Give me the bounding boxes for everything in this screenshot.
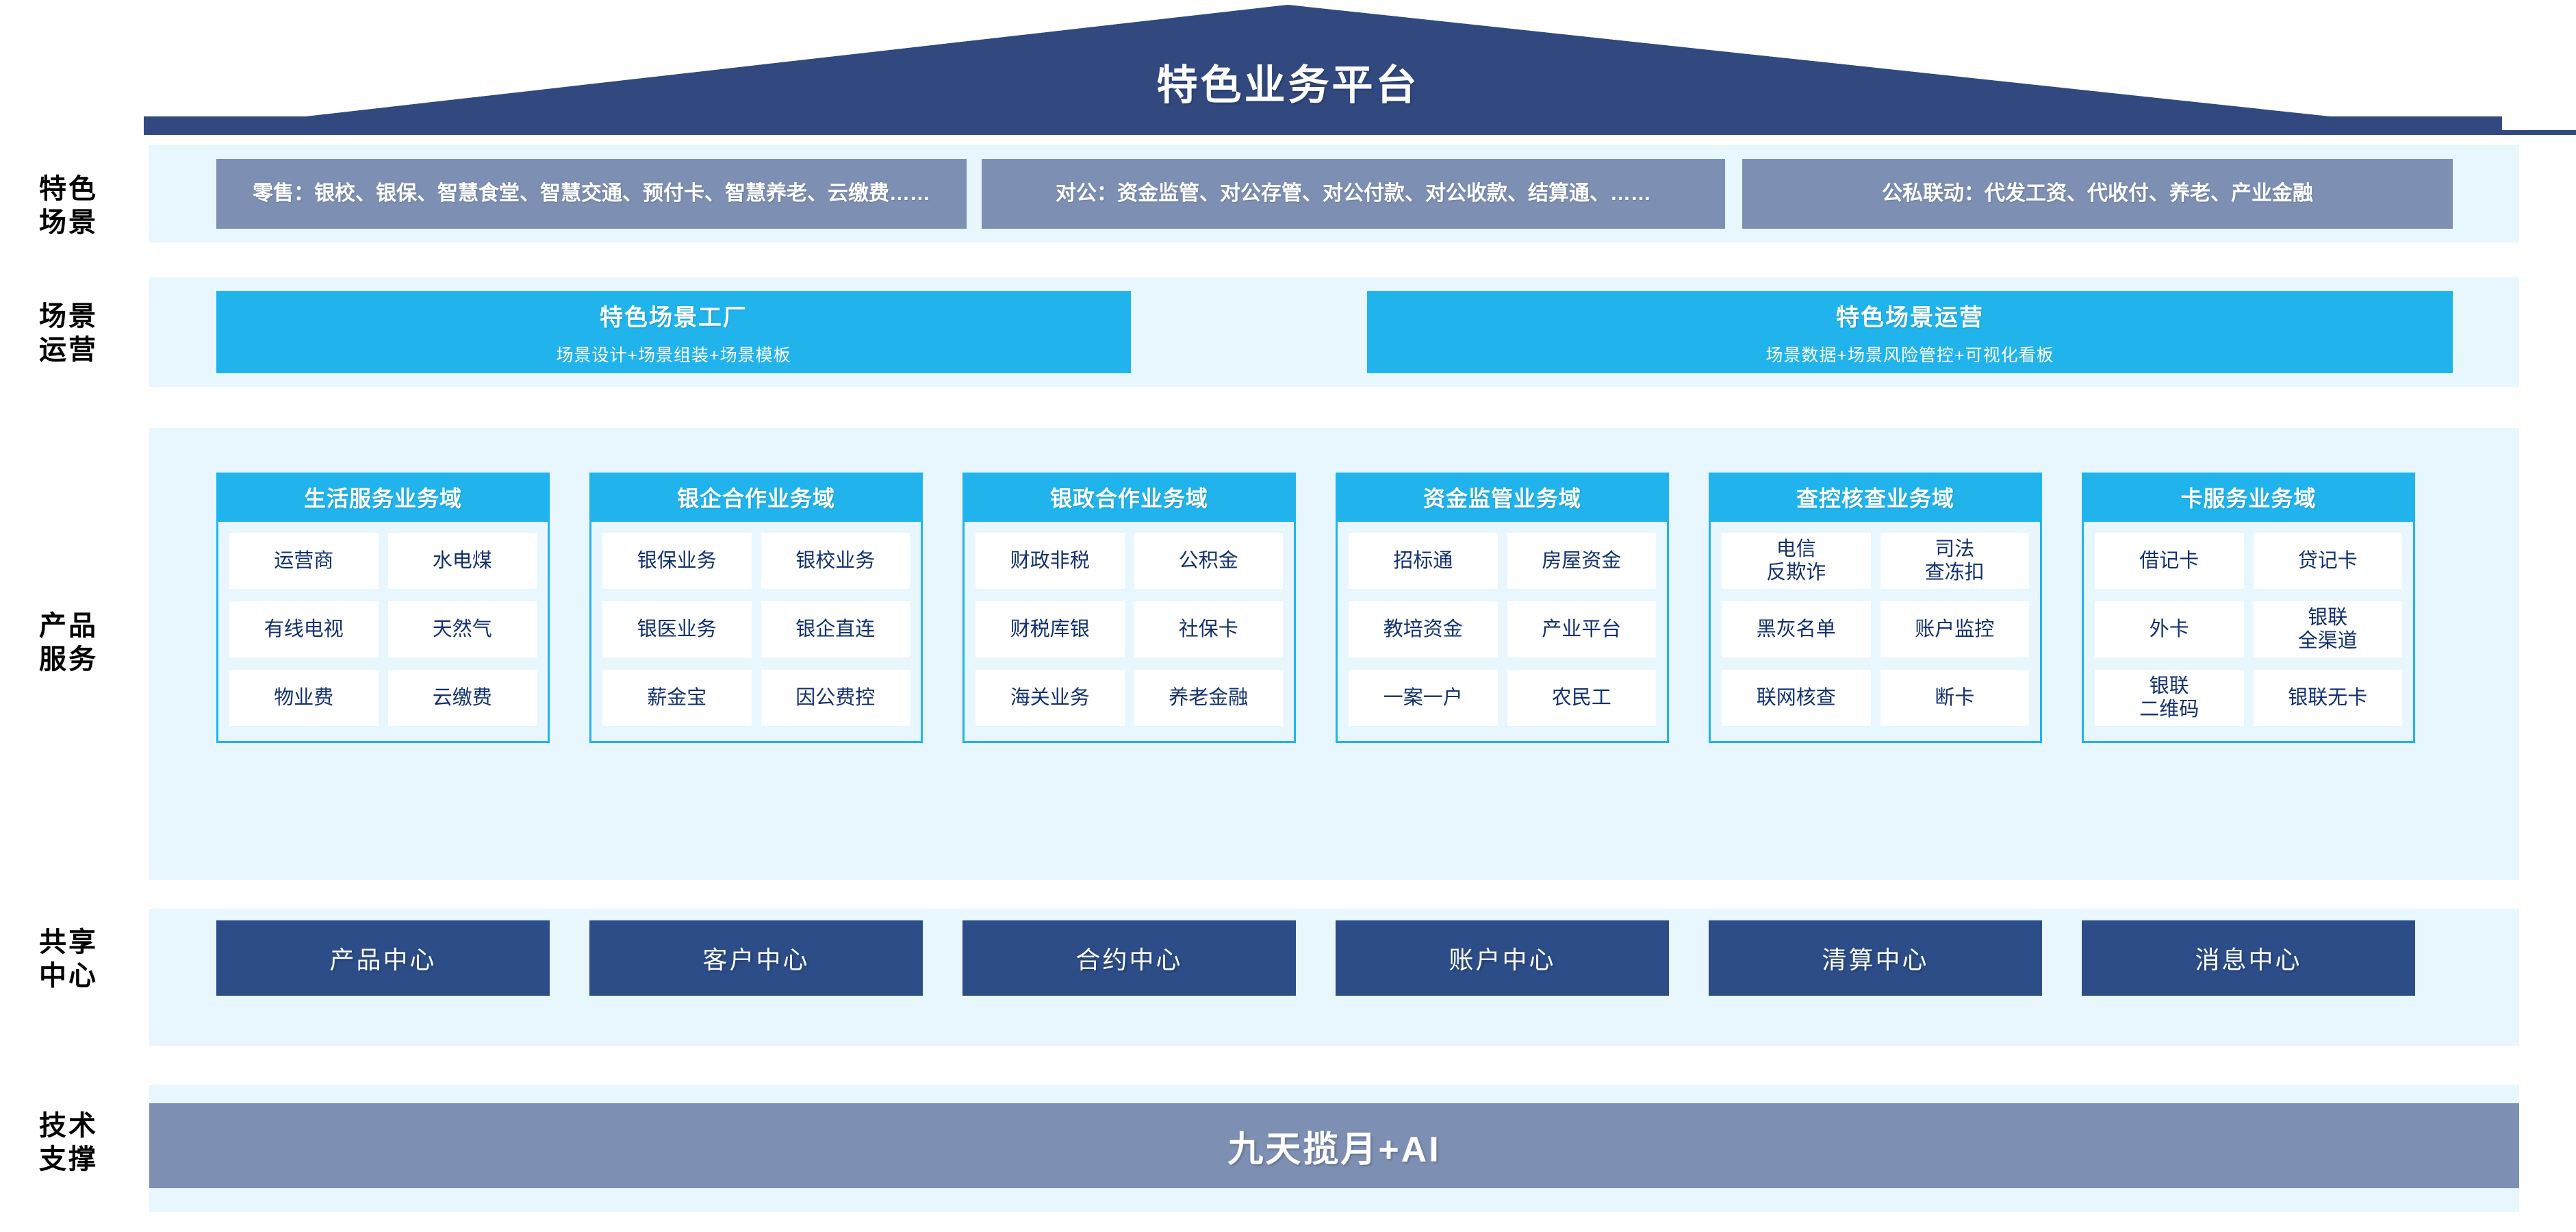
product-item[interactable]: 财税库银 [975, 601, 1125, 657]
shared-center-box[interactable]: 消息中心 [2082, 920, 2415, 996]
scenario-box-retail[interactable]: 零售：银校、银保、智慧食堂、智慧交通、预付卡、智慧养老、云缴费…… [216, 159, 967, 229]
shared-center-box[interactable]: 合约中心 [962, 920, 1296, 996]
product-column-1: 生活服务业务域运营商水电煤有线电视天然气物业费云缴费 [216, 473, 550, 743]
operation-subtitle: 场景设计+场景组装+场景模板 [556, 345, 791, 365]
product-item[interactable]: 公积金 [1134, 533, 1283, 589]
product-item[interactable]: 银联 二维码 [2095, 670, 2244, 726]
product-item[interactable]: 云缴费 [387, 670, 537, 726]
product-column-title: 查控核查业务域 [1709, 473, 2042, 522]
product-item[interactable]: 外卡 [2095, 601, 2244, 657]
product-column-title: 生活服务业务域 [216, 473, 550, 522]
product-column-2: 银企合作业务域银保业务银校业务银医业务银企直连薪金宝因公费控 [589, 473, 923, 743]
product-item-grid: 财政非税公积金财税库银社保卡海关业务养老金融 [962, 522, 1296, 743]
product-item[interactable]: 天然气 [387, 601, 537, 657]
row-label-operation: 场景 运营 [39, 301, 98, 365]
product-item-grid: 电信 反欺诈司法 查冻扣黑灰名单账户监控联网核查断卡 [1709, 522, 2042, 743]
product-item[interactable]: 银校业务 [761, 533, 910, 589]
row-label-shared-center: 共享 中心 [39, 927, 98, 991]
product-item[interactable]: 贷记卡 [2253, 533, 2402, 589]
operation-subtitle: 场景数据+场景风险管控+可视化看板 [1765, 345, 2054, 365]
product-item[interactable]: 一案一户 [1349, 670, 1498, 726]
product-item[interactable]: 有线电视 [229, 601, 379, 657]
product-item[interactable]: 水电煤 [387, 533, 537, 589]
product-item[interactable]: 薪金宝 [602, 670, 752, 726]
tech-support-box[interactable]: 九天揽月+AI [149, 1103, 2519, 1188]
product-item[interactable]: 司法 查冻扣 [1880, 533, 2029, 589]
shared-center-box[interactable]: 账户中心 [1336, 920, 1669, 996]
product-item[interactable]: 借记卡 [2095, 533, 2244, 589]
product-item[interactable]: 农民工 [1507, 670, 1656, 726]
product-item[interactable]: 电信 反欺诈 [1722, 533, 1871, 589]
platform-roof-banner [0, 0, 2576, 135]
product-item[interactable]: 银保业务 [602, 533, 752, 589]
product-item[interactable]: 银医业务 [602, 601, 752, 657]
product-column-6: 卡服务业务域借记卡贷记卡外卡银联 全渠道银联 二维码银联无卡 [2082, 473, 2415, 743]
product-item[interactable]: 银企直连 [761, 601, 910, 657]
product-item[interactable]: 教培资金 [1349, 601, 1498, 657]
product-column-5: 查控核查业务域电信 反欺诈司法 查冻扣黑灰名单账户监控联网核查断卡 [1709, 473, 2042, 743]
product-column-title: 卡服务业务域 [2082, 473, 2415, 522]
product-item-grid: 运营商水电煤有线电视天然气物业费云缴费 [216, 522, 550, 743]
product-item-grid: 借记卡贷记卡外卡银联 全渠道银联 二维码银联无卡 [2082, 522, 2415, 743]
product-column-title: 银企合作业务域 [589, 473, 923, 522]
row-label-product: 产品 服务 [39, 611, 98, 675]
shared-center-box[interactable]: 清算中心 [1709, 920, 2042, 996]
operation-box-scene-factory[interactable]: 特色场景工厂 场景设计+场景组装+场景模板 [216, 291, 1131, 373]
product-item[interactable]: 社保卡 [1134, 601, 1283, 657]
row-label-scenario: 特色 场景 [39, 174, 98, 238]
shared-center-box[interactable]: 产品中心 [216, 920, 550, 996]
product-item-grid: 招标通房屋资金教培资金产业平台一案一户农民工 [1336, 522, 1669, 743]
product-column-4: 资金监管业务域招标通房屋资金教培资金产业平台一案一户农民工 [1336, 473, 1669, 743]
roof-shape-icon [144, 5, 2576, 135]
product-column-3: 银政合作业务域财政非税公积金财税库银社保卡海关业务养老金融 [962, 473, 1296, 743]
product-item[interactable]: 招标通 [1349, 533, 1498, 589]
product-item[interactable]: 产业平台 [1507, 601, 1656, 657]
product-item[interactable]: 账户监控 [1880, 601, 2029, 657]
operation-title: 特色场景运营 [1836, 304, 1984, 331]
operation-title: 特色场景工厂 [600, 304, 748, 331]
scenario-box-public-private[interactable]: 公私联动：代发工资、代收付、养老、产业金融 [1742, 159, 2453, 229]
shared-center-box[interactable]: 客户中心 [589, 920, 923, 996]
product-item[interactable]: 海关业务 [975, 670, 1125, 726]
product-item[interactable]: 运营商 [229, 533, 379, 589]
product-item-grid: 银保业务银校业务银医业务银企直连薪金宝因公费控 [589, 522, 923, 743]
product-item[interactable]: 房屋资金 [1507, 533, 1656, 589]
product-item[interactable]: 财政非税 [975, 533, 1125, 589]
product-column-title: 银政合作业务域 [962, 473, 1296, 522]
row-label-tech-support: 技术 支撑 [39, 1111, 98, 1174]
product-column-title: 资金监管业务域 [1336, 473, 1669, 522]
product-item[interactable]: 养老金融 [1134, 670, 1283, 726]
product-item[interactable]: 物业费 [229, 670, 379, 726]
operation-box-scene-operations[interactable]: 特色场景运营 场景数据+场景风险管控+可视化看板 [1367, 291, 2453, 373]
product-item[interactable]: 因公费控 [761, 670, 910, 726]
product-item[interactable]: 联网核查 [1722, 670, 1871, 726]
product-item[interactable]: 断卡 [1880, 670, 2029, 726]
scenario-box-corporate[interactable]: 对公：资金监管、对公存管、对公付款、对公收款、结算通、…… [982, 159, 1725, 229]
product-item[interactable]: 银联 全渠道 [2253, 601, 2402, 657]
product-item[interactable]: 银联无卡 [2253, 670, 2402, 726]
product-item[interactable]: 黑灰名单 [1722, 601, 1871, 657]
